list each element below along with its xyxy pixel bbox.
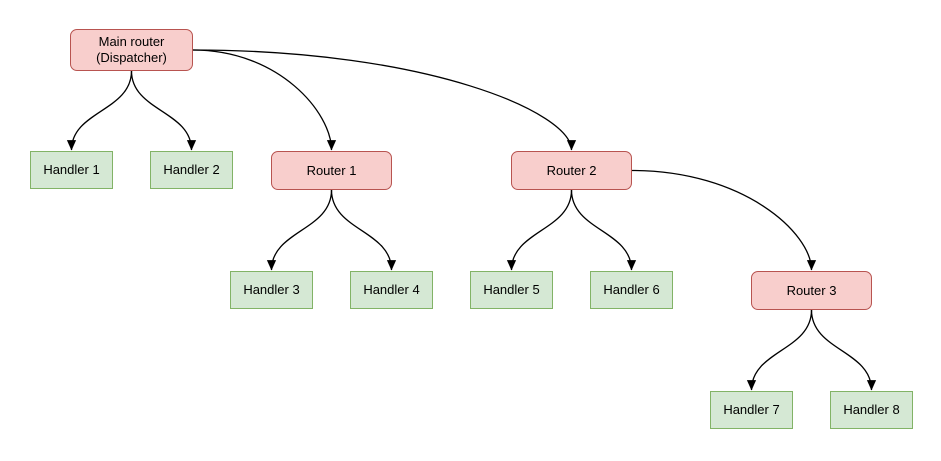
- handler-7-label: Handler 7: [723, 402, 780, 417]
- edge-r3-h8: [810, 309, 877, 391]
- node-main-router: Main router (Dispatcher): [70, 29, 193, 71]
- edge-main-h1: [66, 70, 133, 151]
- edge-r2-r3: [631, 169, 817, 271]
- node-handler-1: Handler 1: [30, 151, 113, 189]
- node-router-3: Router 3: [751, 271, 872, 310]
- node-router-2: Router 2: [511, 151, 632, 190]
- handler-5-label: Handler 5: [483, 282, 540, 297]
- handler-1-label: Handler 1: [43, 162, 100, 177]
- node-handler-4: Handler 4: [350, 271, 433, 309]
- handler-2-label: Handler 2: [163, 162, 220, 177]
- node-handler-6: Handler 6: [590, 271, 673, 309]
- edge-r3-h7: [746, 309, 813, 391]
- main-router-label-line2: (Dispatcher): [96, 50, 167, 65]
- node-handler-8: Handler 8: [830, 391, 913, 429]
- edge-main-r2: [192, 49, 577, 151]
- main-router-label-line1: Main router: [98, 34, 165, 49]
- edge-r1-h3: [266, 189, 333, 271]
- router-3-label: Router 3: [786, 282, 837, 298]
- handler-6-label: Handler 6: [603, 282, 660, 297]
- router-2-label: Router 2: [546, 162, 597, 178]
- edge-main-h2: [130, 70, 197, 151]
- router-1-label: Router 1: [306, 162, 357, 178]
- edge-r2-h6: [570, 189, 637, 271]
- node-handler-2: Handler 2: [150, 151, 233, 189]
- handler-8-label: Handler 8: [843, 402, 900, 417]
- node-handler-5: Handler 5: [470, 271, 553, 309]
- handler-4-label: Handler 4: [363, 282, 420, 297]
- edge-r1-h4: [330, 189, 397, 271]
- node-router-1: Router 1: [271, 151, 392, 190]
- handler-3-label: Handler 3: [243, 282, 300, 297]
- node-handler-7: Handler 7: [710, 391, 793, 429]
- edge-r2-h5: [506, 189, 573, 271]
- edge-main-r1: [192, 49, 337, 151]
- node-handler-3: Handler 3: [230, 271, 313, 309]
